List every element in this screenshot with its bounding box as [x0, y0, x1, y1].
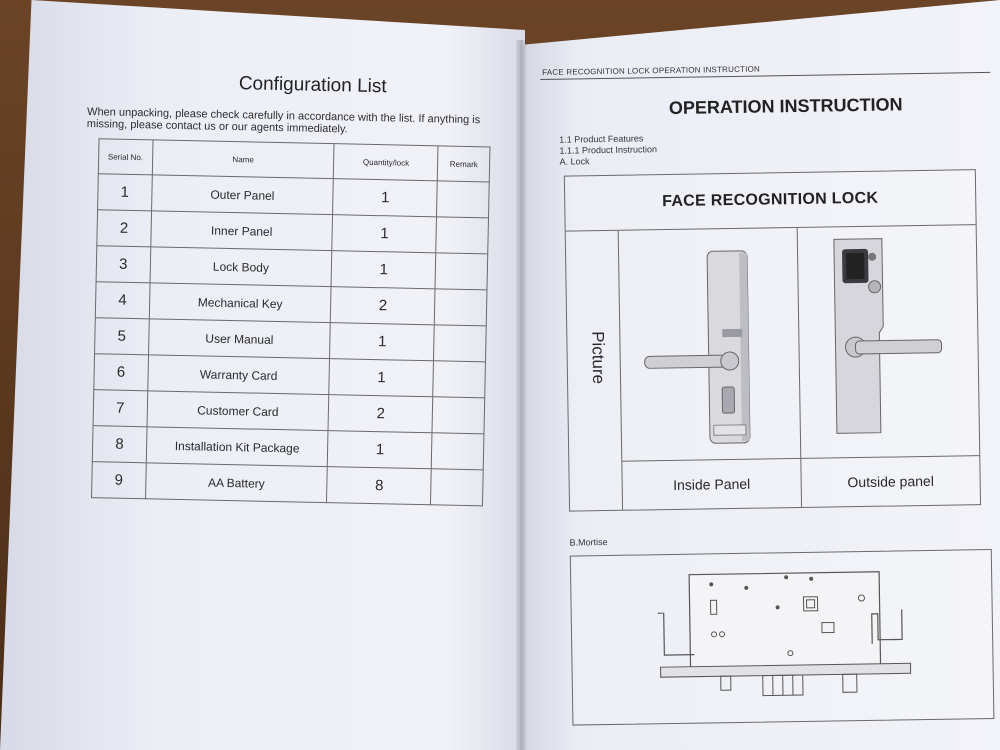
column-header-quantity: Quantity/lock	[333, 143, 439, 181]
inside-panel-illustration	[644, 250, 751, 444]
remark-cell	[433, 324, 487, 362]
serial-number-cell: 6	[93, 353, 149, 391]
serial-number-cell: 2	[96, 209, 152, 247]
book-spine	[516, 40, 526, 750]
serial-number-cell: 9	[91, 461, 146, 499]
item-name-cell: Inner Panel	[150, 210, 333, 251]
outside-panel-picture-cell	[796, 225, 980, 458]
left-page	[0, 0, 525, 750]
serial-number-cell: 7	[93, 389, 148, 427]
quantity-cell: 1	[332, 214, 437, 253]
item-name-cell: Customer Card	[146, 390, 330, 431]
lock-table-header: FACE RECOGNITION LOCK	[564, 170, 976, 232]
quantity-cell: 1	[332, 178, 438, 217]
caption-row: Inside Panel Outside panel	[622, 456, 981, 510]
serial-number-cell: 3	[96, 245, 151, 283]
quantity-cell: 1	[329, 358, 434, 397]
inside-panel-picture-cell	[619, 228, 801, 461]
serial-number-cell: 4	[95, 281, 150, 319]
item-name-cell: Warranty Card	[147, 354, 330, 395]
column-header-serial: Serial No.	[98, 138, 153, 175]
caption-inside-panel: Inside Panel	[673, 475, 751, 493]
mortise-diagram-box	[569, 548, 995, 726]
column-header-name: Name	[151, 139, 335, 179]
outside-panel-illustration	[833, 238, 943, 434]
lock-pictures-row	[618, 225, 980, 462]
quantity-cell: 1	[329, 322, 435, 361]
remark-cell	[435, 252, 488, 290]
remark-cell	[434, 288, 487, 326]
operation-instruction-title: OPERATION INSTRUCTION	[668, 94, 903, 118]
operation-instruction-section: FACE RECOGNITION LOCK OPERATION INSTRUCT…	[540, 52, 1000, 726]
unpacking-instructions: When unpacking, please check carefully i…	[86, 105, 481, 136]
lock-picture-table: FACE RECOGNITION LOCK Picture	[563, 169, 982, 512]
picture-side-label: Picture	[588, 330, 609, 385]
mortise-illustration	[657, 571, 912, 697]
serial-number-cell: 1	[97, 173, 152, 211]
item-name-cell: User Manual	[148, 318, 331, 359]
item-name-cell: Installation Kit Package	[145, 426, 329, 467]
item-name-cell: Outer Panel	[151, 174, 334, 215]
caption-outside-panel: Outside panel	[800, 456, 981, 507]
configuration-list-section: Configuration List When unpacking, pleas…	[79, 70, 498, 506]
column-header-remark: Remark	[437, 145, 490, 182]
item-name-cell: Lock Body	[149, 246, 333, 287]
serial-number-cell: 8	[92, 425, 147, 463]
quantity-cell: 1	[327, 430, 433, 469]
remark-cell	[431, 432, 484, 470]
remark-cell	[432, 396, 485, 434]
quantity-cell: 1	[331, 250, 437, 289]
quantity-cell: 8	[326, 466, 432, 505]
remark-cell	[436, 216, 489, 254]
remark-cell	[436, 180, 490, 218]
mortise-label: B.Mortise	[569, 536, 608, 548]
item-name-cell: AA Battery	[145, 462, 328, 503]
serial-number-cell: 5	[94, 317, 149, 355]
picture-side-cell: Picture	[565, 230, 624, 511]
item-name-cell: Mechanical Key	[148, 282, 332, 323]
remark-cell	[430, 468, 484, 506]
remark-cell	[433, 360, 486, 398]
quantity-cell: 2	[330, 286, 436, 325]
quantity-cell: 2	[328, 394, 434, 433]
